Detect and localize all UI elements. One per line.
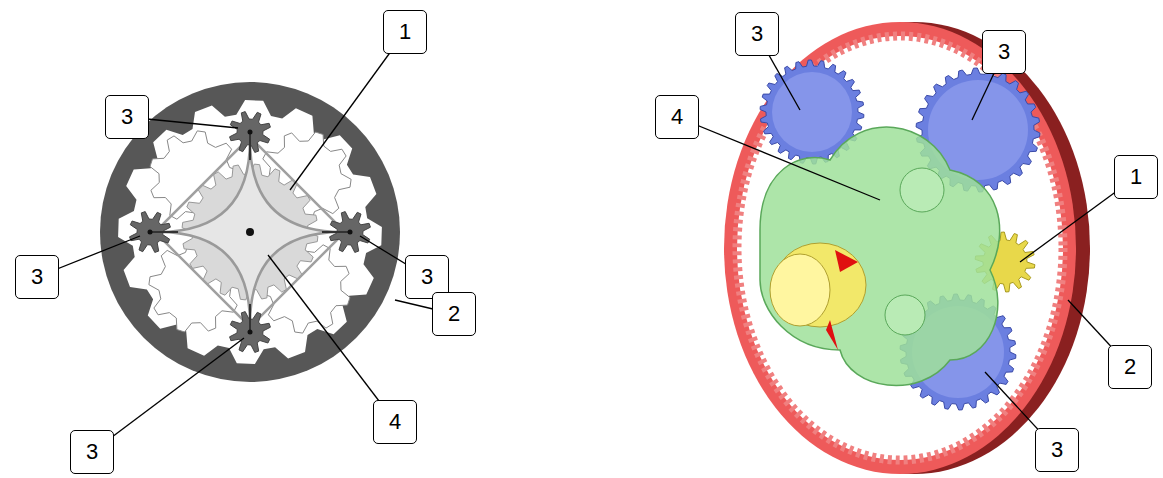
leader-line <box>92 338 244 452</box>
callout-box: 3 <box>735 12 779 56</box>
carrier-arm <box>249 304 251 332</box>
callout-box: 3 <box>982 30 1026 74</box>
callout-number: 3 <box>86 441 98 463</box>
pin <box>248 130 253 135</box>
shaft-mark <box>835 250 858 272</box>
center-dot <box>246 228 254 236</box>
callout-box: 1 <box>383 10 427 54</box>
leader-lines <box>37 32 1136 452</box>
leader-line <box>677 117 880 200</box>
callout-box: 2 <box>432 292 476 336</box>
callout-number: 3 <box>121 106 133 128</box>
ring-gear-inner <box>745 44 1055 452</box>
pin <box>348 230 353 235</box>
callout-number: 1 <box>399 21 411 43</box>
callout-number: 3 <box>421 266 433 288</box>
carrier-arm <box>249 132 251 160</box>
callout-number: 2 <box>1124 356 1136 378</box>
carrier-outline <box>155 137 345 327</box>
carrier-hole <box>900 168 944 212</box>
ring-gear-teeth <box>118 100 382 364</box>
callout-box: 3 <box>1035 428 1079 472</box>
ring-gear <box>100 82 400 382</box>
callout-box: 2 <box>1108 345 1152 389</box>
callout-box: 3 <box>105 95 149 139</box>
pin <box>148 230 153 235</box>
carrier-hole <box>885 295 925 335</box>
callout-box: 3 <box>70 430 114 474</box>
leader-line <box>268 255 395 422</box>
pin <box>248 330 253 335</box>
callout-box: 4 <box>373 400 417 444</box>
callout-number: 3 <box>751 23 763 45</box>
callout-box: 1 <box>1114 155 1158 199</box>
ring-gear <box>724 22 1076 474</box>
ring-gear-teeth <box>737 36 1063 460</box>
callout-number: 3 <box>31 266 43 288</box>
callout-number: 3 <box>1051 439 1063 461</box>
shaft-mark <box>826 320 838 350</box>
carrier <box>158 140 342 324</box>
leader-line <box>290 32 405 190</box>
callout-box: 3 <box>15 255 59 299</box>
callout-box: 4 <box>655 95 699 139</box>
planet-gear-face <box>772 72 852 152</box>
callout-number: 1 <box>1130 166 1142 188</box>
shaft-end <box>770 254 830 326</box>
planetary-gear-render <box>724 22 1090 474</box>
carrier-arm <box>322 231 350 233</box>
callout-number: 4 <box>389 411 401 433</box>
callout-number: 2 <box>448 303 460 325</box>
carrier-arm <box>150 231 178 233</box>
planetary-gear-schematic <box>100 82 400 382</box>
callout-number: 4 <box>671 106 683 128</box>
callout-number: 3 <box>998 41 1010 63</box>
